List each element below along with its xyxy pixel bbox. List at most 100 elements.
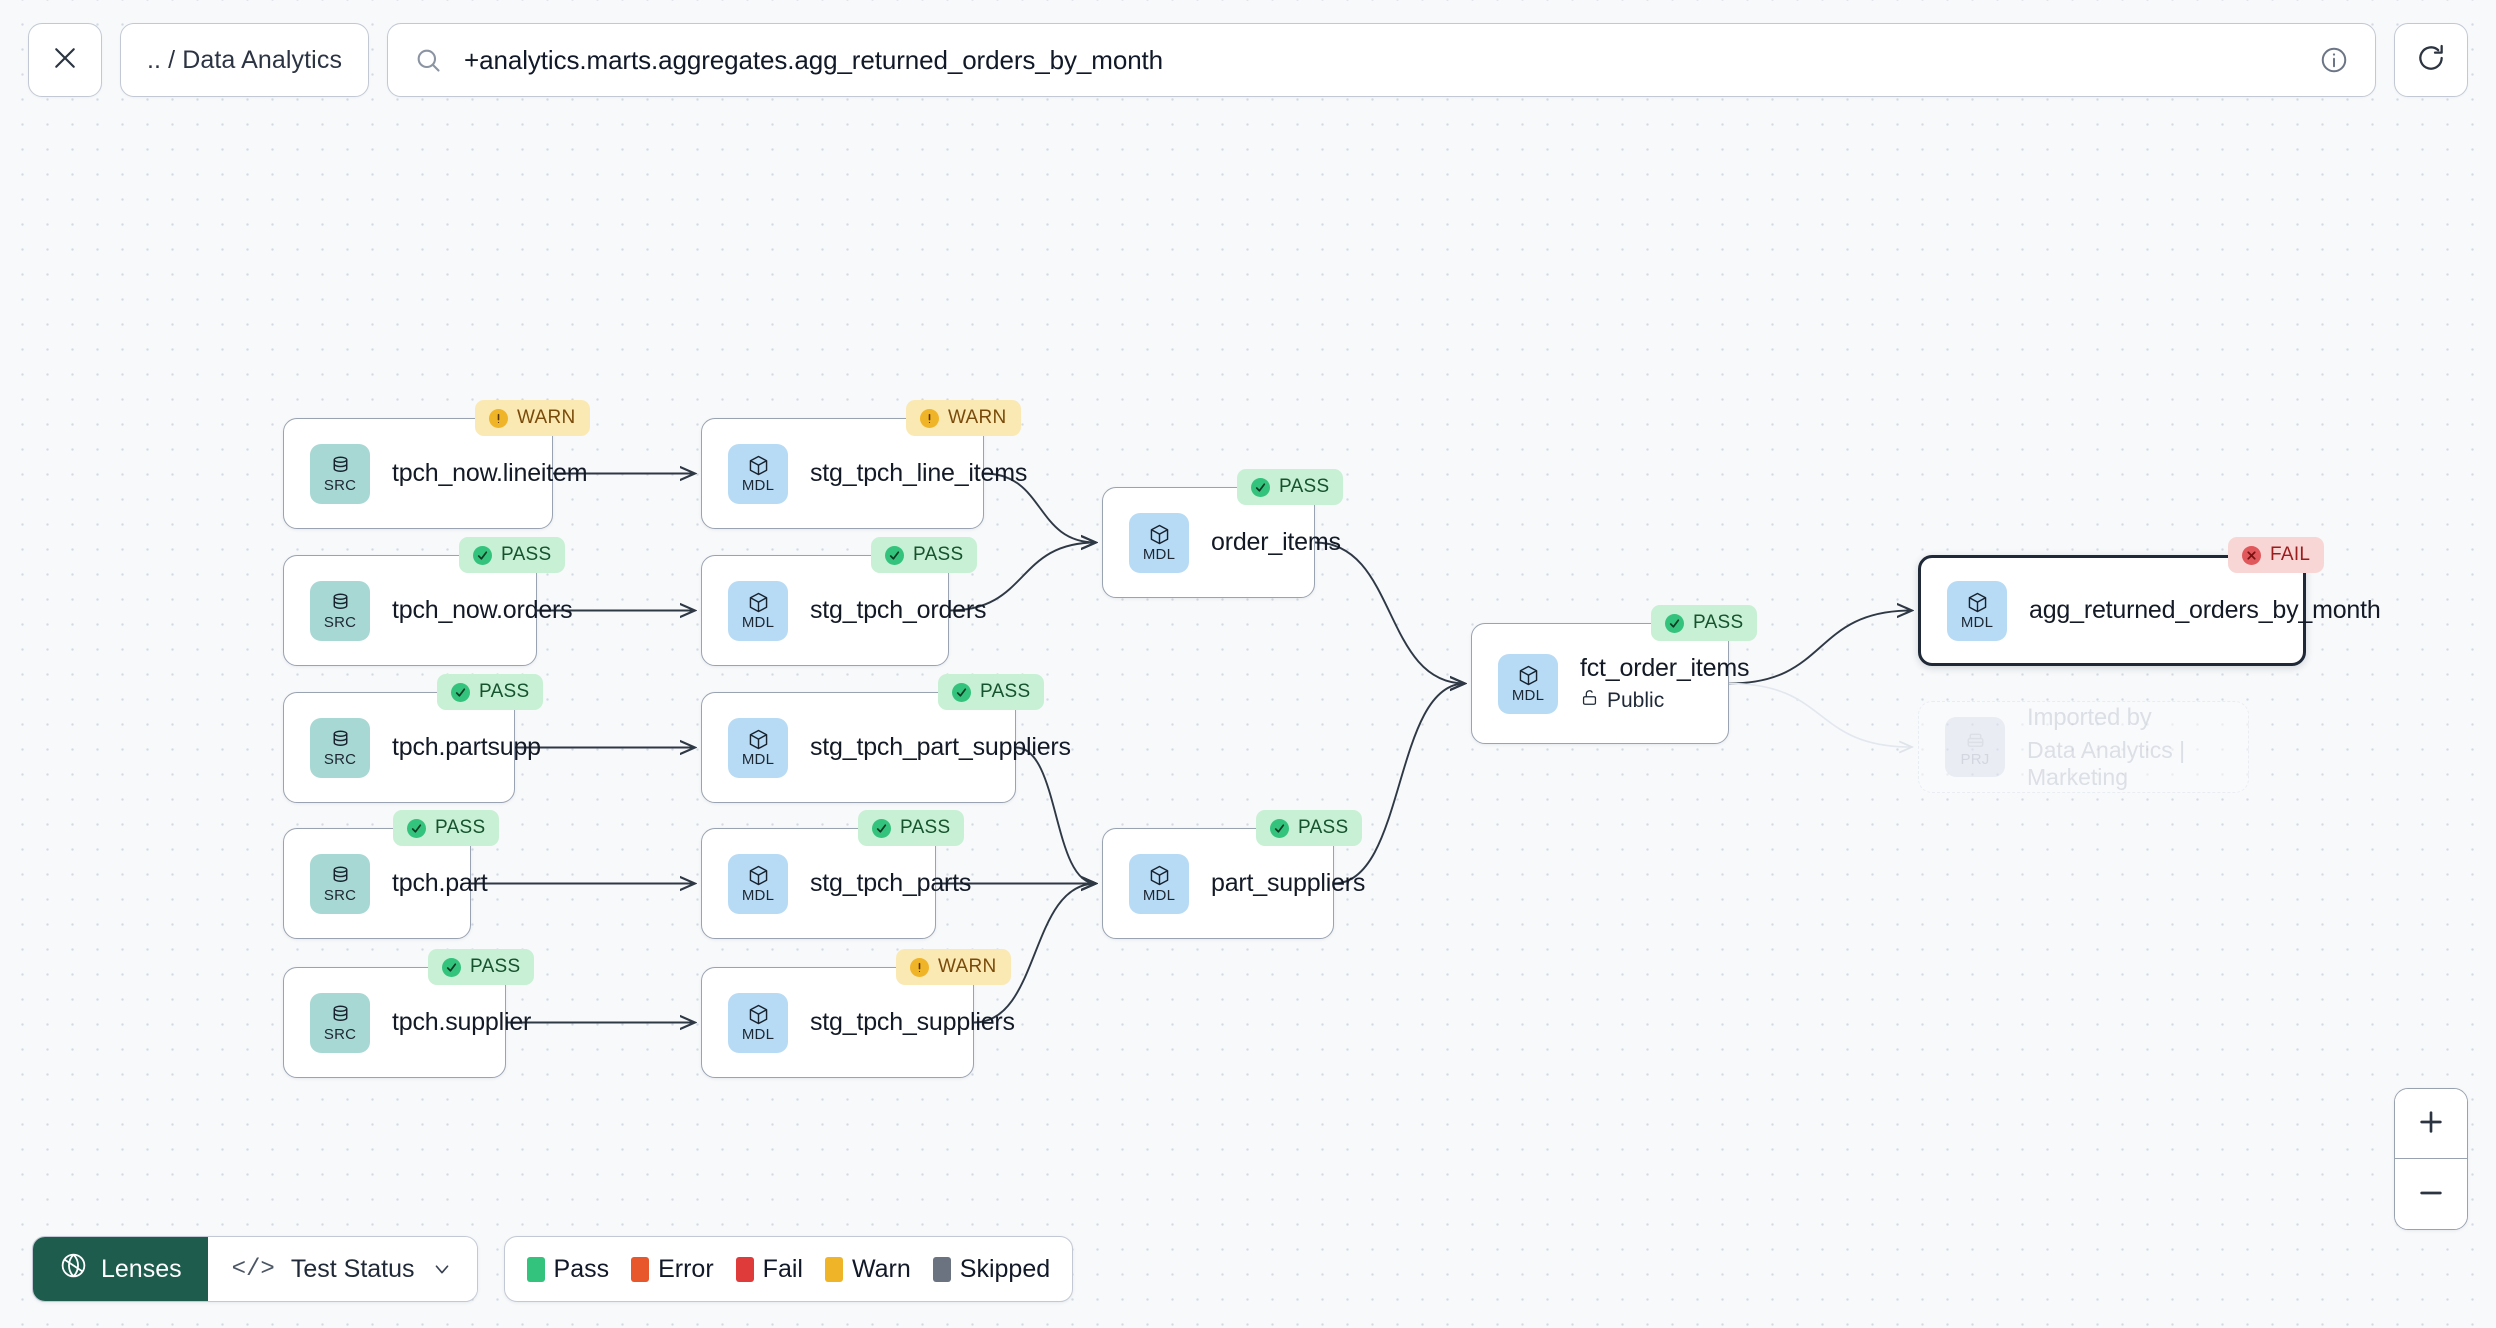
status-badge-label: WARN: [938, 956, 997, 977]
mdl-type-icon: MDL: [1947, 580, 2007, 641]
status-badge-warn[interactable]: WARN: [906, 400, 1021, 436]
breadcrumb[interactable]: .. / Data Analytics: [120, 23, 370, 97]
search-input[interactable]: [464, 44, 2297, 76]
legend-item-fail[interactable]: Fail: [735, 1254, 803, 1284]
status-badge-fail[interactable]: FAIL: [2228, 537, 2325, 573]
legend-label: Fail: [762, 1254, 803, 1283]
graph-node-stg_tpch_suppliers[interactable]: MDL stg_tpch_suppliers: [701, 967, 1015, 1078]
lens-group: Lenses </> Test Status: [32, 1236, 478, 1302]
status-dot-icon: [451, 682, 470, 702]
status-badge-pass[interactable]: PASS: [428, 949, 535, 985]
legend-item-skipped[interactable]: Skipped: [932, 1255, 1050, 1284]
mdl-type-icon: MDL: [728, 580, 788, 641]
node-title: tpch.part: [392, 869, 488, 897]
zoom-controls: [2394, 1088, 2468, 1230]
status-badge-label: WARN: [948, 407, 1007, 428]
legend-item-pass[interactable]: Pass: [526, 1255, 609, 1284]
test-status-label: Test Status: [290, 1254, 415, 1283]
node-title: stg_tpch_suppliers: [810, 1008, 1015, 1036]
zoom-in-button[interactable]: [2395, 1089, 2467, 1159]
test-status-dropdown[interactable]: </> Test Status: [207, 1237, 477, 1301]
status-badge-pass[interactable]: PASS: [1256, 810, 1363, 846]
node-body: stg_tpch_suppliers: [810, 1008, 1015, 1037]
graph-node-stg_tpch_parts[interactable]: MDL stg_tpch_parts: [701, 828, 972, 939]
mdl-type-icon: MDL: [728, 717, 788, 778]
edge-order_items-to-fct_order_items: [1314, 541, 1465, 684]
search-bar[interactable]: [387, 23, 2376, 97]
status-badge-pass[interactable]: PASS: [437, 674, 544, 710]
node-type-tag: MDL: [741, 1026, 775, 1043]
status-badge-pass[interactable]: PASS: [393, 810, 500, 846]
plus-icon: [2415, 1106, 2447, 1141]
status-badge-warn[interactable]: WARN: [896, 949, 1011, 985]
node-title: stg_tpch_parts: [810, 869, 972, 897]
node-type-tag: SRC: [323, 1026, 357, 1043]
src-type-icon: SRC: [310, 580, 370, 641]
legend-label: Warn: [851, 1254, 911, 1283]
legend-swatch: [932, 1256, 951, 1282]
legend-swatch: [824, 1256, 843, 1282]
node-body: stg_tpch_part_suppliers: [810, 733, 1071, 762]
node-title: tpch_now.orders: [392, 596, 573, 624]
status-badge-pass[interactable]: PASS: [1237, 469, 1344, 505]
src-type-icon: SRC: [310, 992, 370, 1053]
zoom-out-button[interactable]: [2395, 1159, 2467, 1229]
info-icon[interactable]: [2319, 45, 2349, 75]
node-subtitle-label: Public: [1607, 688, 1665, 712]
bottom-toolbar: Lenses </> Test Status Pass Error Fail Warn…: [32, 1236, 1074, 1302]
node-type-tag: MDL: [741, 887, 775, 904]
node-title: tpch.partsupp: [392, 733, 541, 761]
node-title: part_suppliers: [1211, 869, 1366, 897]
status-badge-pass[interactable]: PASS: [1651, 605, 1758, 641]
status-badge-label: PASS: [900, 817, 951, 838]
refresh-button[interactable]: [2394, 23, 2468, 97]
lenses-button[interactable]: Lenses: [33, 1237, 208, 1301]
node-body: part_suppliers: [1211, 869, 1366, 898]
chevron-down-icon: [431, 1258, 453, 1280]
node-title: Imported by: [2027, 703, 2152, 731]
node-title: stg_tpch_orders: [810, 596, 987, 624]
status-dot-icon: [872, 818, 891, 838]
status-dot-icon: [2242, 545, 2261, 565]
graph-node-stg_tpch_orders[interactable]: MDL stg_tpch_orders: [701, 555, 987, 666]
graph-node-stg_tpch_part_suppliers[interactable]: MDL stg_tpch_part_suppliers: [701, 692, 1071, 803]
status-badge-warn[interactable]: WARN: [475, 400, 590, 436]
status-dot-icon: [442, 957, 461, 977]
status-badge-pass[interactable]: PASS: [858, 810, 965, 846]
graph-node-tpch_now_lineitem[interactable]: SRC tpch_now.lineitem: [283, 418, 588, 529]
close-button[interactable]: [28, 23, 102, 97]
code-icon: </>: [231, 1255, 275, 1283]
legend-swatch: [735, 1256, 754, 1282]
mdl-type-icon: MDL: [1129, 512, 1189, 573]
lens-icon: [59, 1251, 88, 1287]
status-badge-label: PASS: [435, 817, 486, 838]
status-dot-icon: [1251, 477, 1270, 497]
legend-item-warn[interactable]: Warn: [824, 1254, 911, 1284]
status-badge-pass[interactable]: PASS: [938, 674, 1045, 710]
status-dot-icon: [910, 957, 929, 977]
top-toolbar: .. / Data Analytics: [0, 0, 2496, 120]
node-type-tag: SRC: [323, 477, 357, 494]
status-dot-icon: [407, 818, 426, 838]
status-dot-icon: [952, 682, 971, 702]
node-type-tag: SRC: [323, 614, 357, 631]
status-badge-pass[interactable]: PASS: [871, 537, 978, 573]
node-body: tpch_now.lineitem: [392, 459, 588, 488]
status-badge-pass[interactable]: PASS: [459, 537, 566, 573]
graph-node-tpch_now_orders[interactable]: SRC tpch_now.orders: [283, 555, 573, 666]
legend-item-error[interactable]: Error: [631, 1255, 714, 1284]
unlock-icon: [1580, 688, 1599, 713]
status-dot-icon: [1270, 818, 1289, 838]
